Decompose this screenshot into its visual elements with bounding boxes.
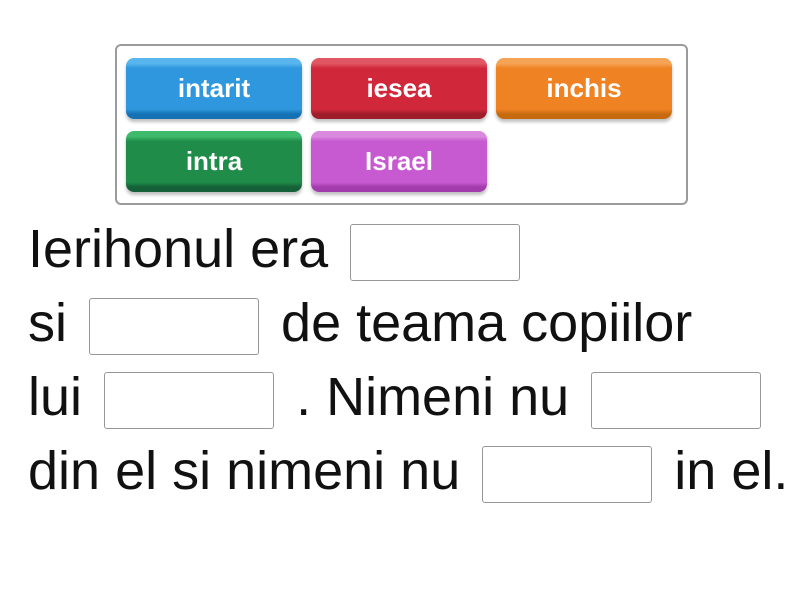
word-chip-israel[interactable]: Israel — [311, 131, 487, 192]
word-chip-label: intarit — [177, 73, 251, 103]
word-chip-label: intra — [185, 146, 243, 176]
word-chip-label: iesea — [366, 73, 432, 103]
word-chip-iesea[interactable]: iesea — [311, 58, 487, 119]
word-chip-intarit[interactable]: intarit — [126, 58, 302, 119]
answer-blank-5[interactable] — [482, 446, 653, 504]
sentence-segment: . Nimeni nu — [296, 367, 570, 427]
answer-blank-4[interactable] — [591, 372, 762, 430]
sentence-segment: din el si nimeni nu — [28, 441, 461, 501]
sentence-line-4: din el si nimeni nu in el. — [28, 434, 790, 508]
word-chip-intra[interactable]: intra — [126, 131, 302, 192]
word-chip-label: inchis — [546, 73, 622, 103]
word-bank-row: intarit iesea inchis — [126, 58, 677, 119]
sentence-segment: si — [28, 293, 67, 353]
word-chip-label: Israel — [365, 146, 433, 176]
answer-blank-2[interactable] — [89, 298, 260, 356]
sentence-line-1: Ierihonul era — [28, 212, 790, 286]
sentence-segment: Ierihonul era — [28, 219, 329, 279]
word-chip-inchis[interactable]: inchis — [496, 58, 672, 119]
sentence-segment: lui — [28, 367, 83, 427]
sentence-segment: de teama copiilor — [281, 293, 693, 353]
sentence-segment: in el. — [674, 441, 789, 501]
answer-blank-3[interactable] — [104, 372, 275, 430]
word-bank-row: intra Israel — [126, 131, 677, 192]
sentence-line-2: si de teama copiilor — [28, 286, 790, 360]
sentence-text: Ierihonul era si de teama copiilor lui .… — [28, 212, 790, 508]
sentence-line-3: lui . Nimeni nu — [28, 360, 790, 434]
answer-blank-1[interactable] — [350, 224, 521, 282]
word-bank: intarit iesea inchis intra Israel — [115, 44, 688, 205]
